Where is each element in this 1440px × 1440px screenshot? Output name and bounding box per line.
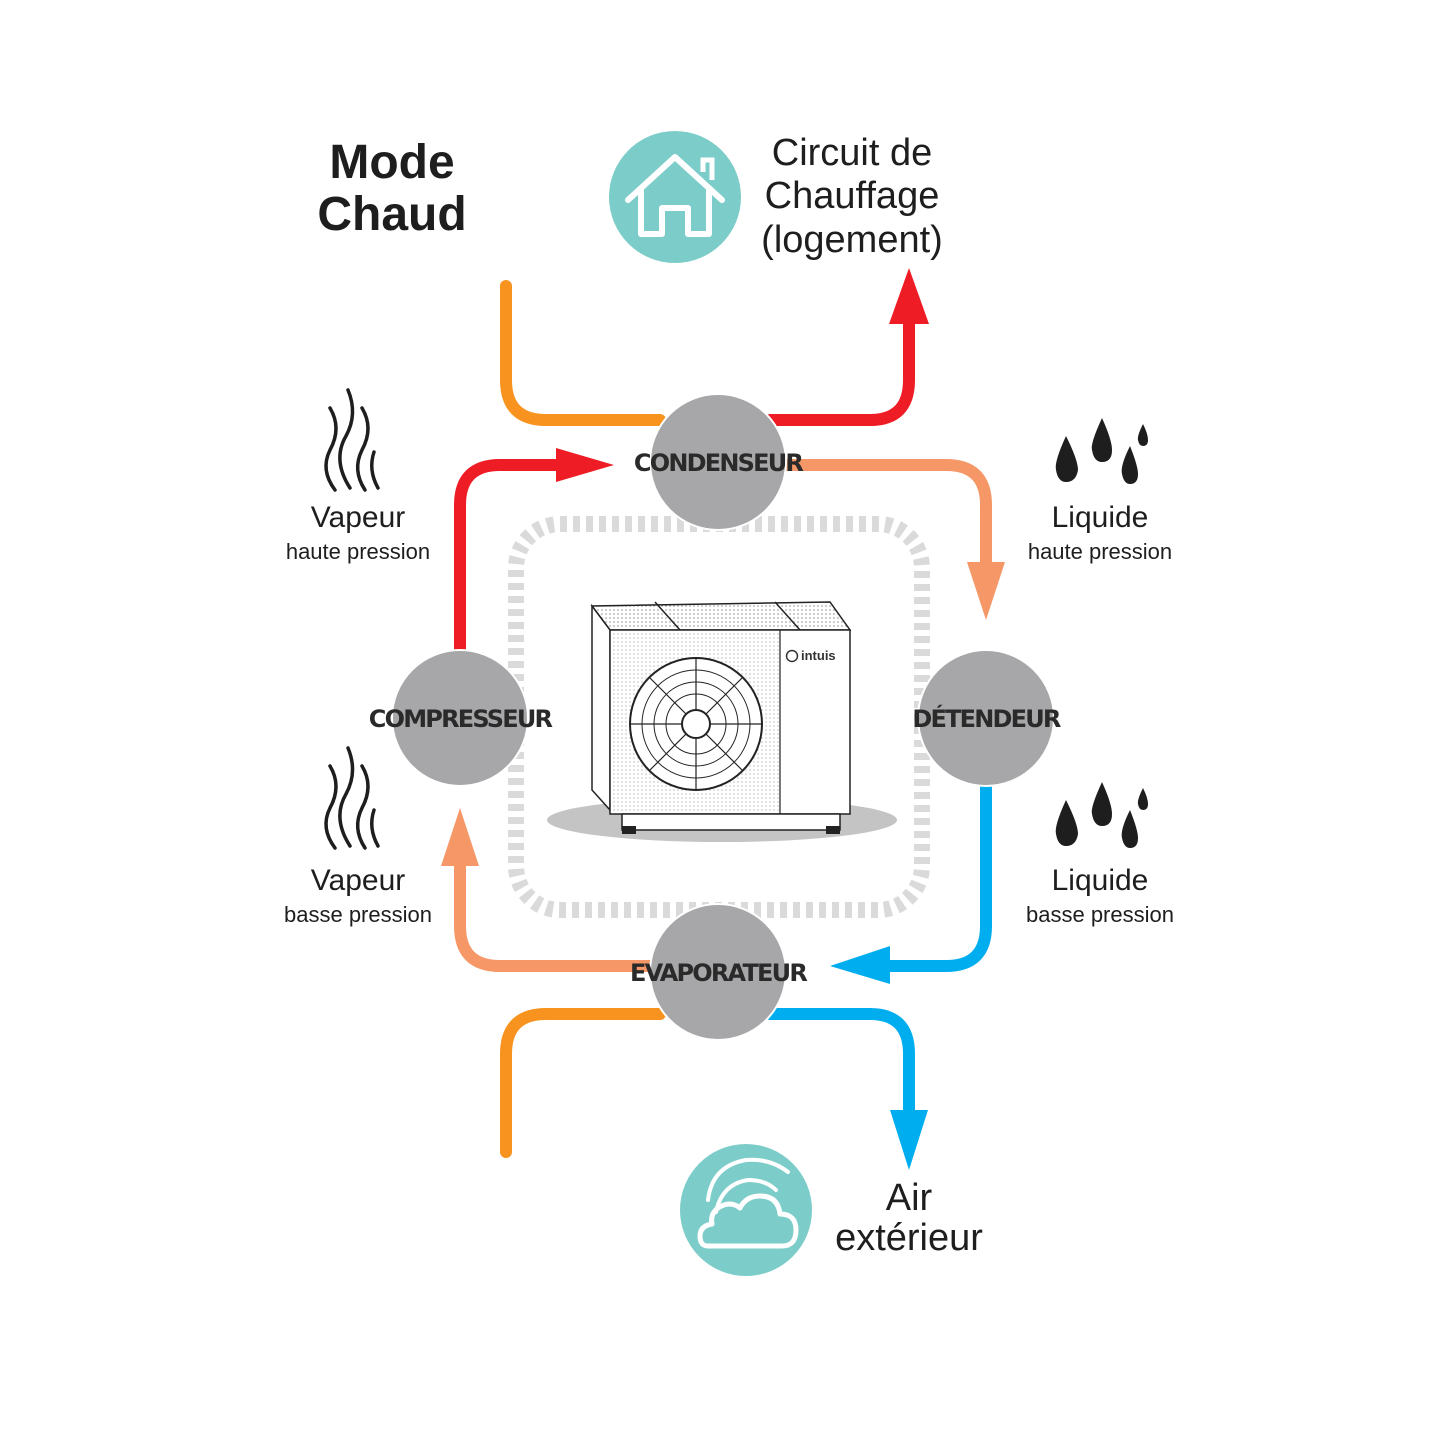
heating-circuit-line-1: Circuit de (772, 132, 933, 174)
state-vapor-low-main: Vapeur (311, 864, 406, 897)
unit-brand: intuis (801, 648, 836, 663)
state-vapor-low-sub: basse pression (284, 902, 432, 927)
state-liquid-high-main: Liquide (1052, 501, 1149, 534)
arrowheads (441, 268, 1005, 1170)
heating-circuit: Circuit de Chauffage (logement) (609, 131, 943, 263)
outdoor-air: Air extérieur (680, 1144, 983, 1276)
steam-icon (324, 388, 380, 492)
outdoor-air-line-1: Air (886, 1177, 933, 1219)
state-vapor-high-main: Vapeur (311, 501, 406, 534)
supply-water-path (764, 312, 915, 426)
outdoor-air-line-2: extérieur (835, 1217, 983, 1259)
mode-title: Mode Chaud (317, 136, 466, 241)
air-out-arrowhead (890, 1110, 928, 1170)
hot-vapor-path (454, 459, 572, 658)
state-liquid-low: Liquide basse pression (1026, 864, 1174, 927)
cold-liquid-path (878, 782, 992, 972)
cloud-wind-icon (680, 1144, 812, 1276)
node-evaporator-label: EVAPORATEUR (630, 959, 807, 987)
return-water-path (500, 280, 666, 426)
node-condenser: CONDENSEUR (634, 393, 805, 531)
hot-liquid-path (779, 459, 992, 572)
droplets-icon (1055, 418, 1148, 484)
droplets-icon-low (1055, 782, 1148, 848)
flow-paths (454, 280, 992, 1158)
state-liquid-low-sub: basse pression (1026, 902, 1174, 927)
node-compressor-label: COMPRESSEUR (369, 705, 553, 733)
hot-vapor-arrowhead (556, 448, 614, 482)
node-evaporator: EVAPORATEUR (630, 903, 809, 1041)
node-compressor: COMPRESSEUR (369, 649, 554, 787)
heat-pump-unit-icon: intuis (547, 601, 897, 842)
hot-liquid-arrowhead (967, 562, 1005, 620)
state-liquid-high-sub: haute pression (1028, 539, 1172, 564)
state-liquid-low-main: Liquide (1052, 864, 1149, 897)
heating-circuit-line-2: Chauffage (765, 175, 940, 217)
steam-icon-low (324, 746, 380, 850)
house-icon (609, 131, 741, 263)
cold-vapor-path (454, 856, 658, 972)
title-line-2: Chaud (317, 188, 466, 241)
state-vapor-high-sub: haute pression (286, 539, 430, 564)
node-condenser-label: CONDENSEUR (634, 449, 803, 477)
air-out-path (764, 1008, 915, 1120)
state-liquid-high: Liquide haute pression (1028, 501, 1172, 564)
state-vapor-high: Vapeur haute pression (286, 501, 430, 564)
title-line-1: Mode (329, 136, 454, 189)
heating-circuit-line-3: (logement) (761, 219, 943, 261)
supply-arrowhead (889, 268, 929, 324)
node-expander: DÉTENDEUR (912, 649, 1063, 787)
cold-liquid-arrowhead (830, 946, 890, 984)
node-expander-label: DÉTENDEUR (912, 704, 1061, 733)
air-in-path (500, 1008, 666, 1158)
cold-vapor-arrowhead (441, 808, 479, 866)
state-vapor-low: Vapeur basse pression (284, 864, 432, 927)
